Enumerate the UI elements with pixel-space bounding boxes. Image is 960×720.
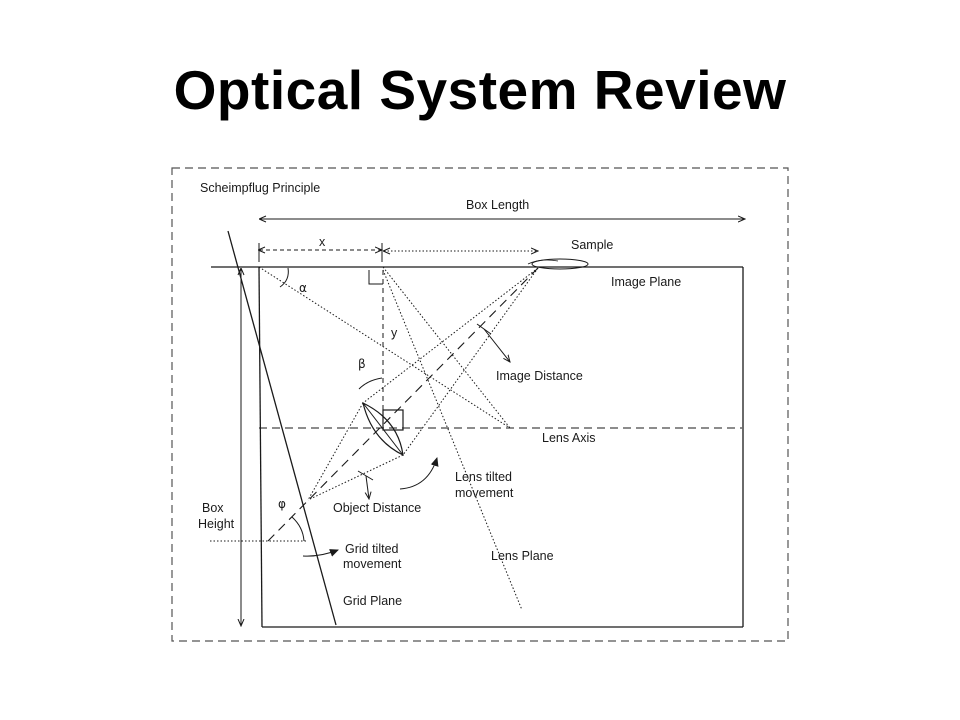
image-distance-label: Image Distance [496, 369, 583, 383]
sample-inner [527, 259, 559, 265]
grid-tilt-arrow [302, 549, 339, 557]
sample-shape [531, 258, 589, 270]
grid-tilted-label-1: Grid tilted [345, 542, 399, 556]
x-label: x [319, 235, 326, 249]
box-left-edge [258, 266, 263, 628]
beta-label: β [358, 357, 366, 371]
sample-label: Sample [571, 238, 613, 252]
lens-axis-label: Lens Axis [542, 431, 596, 445]
grid-tilted-label-2: movement [343, 557, 402, 571]
y-label: y [391, 326, 398, 340]
phi-arc [291, 516, 305, 542]
grid-plane-line [227, 230, 337, 626]
slide-title: Optical System Review [173, 59, 787, 121]
diagram-heading: Scheimpflug Principle [200, 181, 320, 195]
ray-grid-bottom [307, 454, 404, 501]
lens-plane-label: Lens Plane [491, 549, 554, 563]
diagram-frame [171, 167, 789, 642]
right-angle-mark [368, 270, 383, 285]
object-distance-leader [366, 475, 369, 499]
grid-plane-label: Grid Plane [343, 594, 402, 608]
optical-axis [267, 267, 539, 542]
alpha-arc [279, 267, 289, 288]
object-distance-label: Object Distance [333, 501, 421, 515]
box-height-label-1: Box [202, 501, 224, 515]
box-height-label-2: Height [198, 517, 235, 531]
alpha-label: α [299, 281, 307, 295]
object-distance-tick [357, 470, 374, 481]
corner-diagonal [258, 266, 511, 429]
lens-diagonal [362, 402, 404, 456]
lens-tilted-label-1: Lens tilted [455, 470, 512, 484]
image-side-diagonal [382, 266, 511, 429]
lens-tilt-arrow [399, 457, 439, 490]
lens-tilted-label-2: movement [455, 486, 514, 500]
lens-square [382, 409, 404, 431]
ray-grid-top [307, 402, 364, 501]
beta-arc [358, 377, 383, 390]
ray-bottom [402, 267, 539, 456]
box-length-label: Box Length [466, 198, 529, 212]
image-distance-leader [483, 328, 510, 362]
image-plane-label: Image Plane [611, 275, 681, 289]
phi-label: φ [278, 497, 286, 511]
